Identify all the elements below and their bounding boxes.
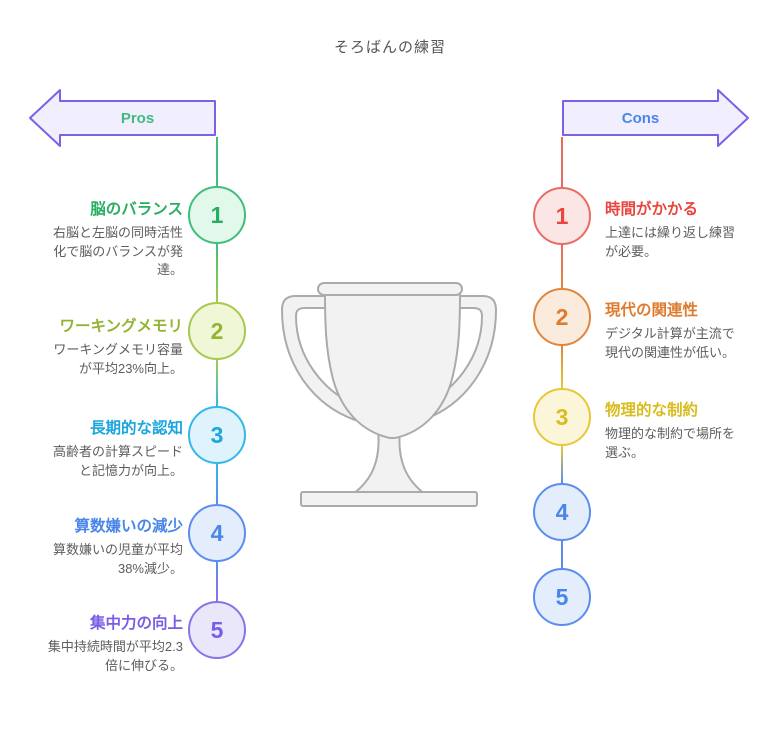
right-arrow-icon bbox=[562, 89, 749, 147]
connector-line bbox=[561, 541, 563, 568]
connector-line bbox=[216, 360, 218, 406]
cons-step-circle: 1 bbox=[533, 187, 591, 245]
cons-step-circle: 2 bbox=[533, 288, 591, 346]
cons-arrow: Cons bbox=[561, 88, 750, 148]
pros-item: 長期的な認知 高齢者の計算スピードと記憶力が向上。 bbox=[45, 416, 183, 480]
cons-item-desc: デジタル計算が主流で現代の関連性が低い。 bbox=[605, 326, 736, 360]
connector-line bbox=[561, 137, 563, 187]
pros-item-title: 脳のバランス bbox=[90, 201, 183, 218]
connector-line bbox=[561, 245, 563, 288]
cons-step-circle: 3 bbox=[533, 388, 591, 446]
cons-item-title: 現代の関連性 bbox=[605, 302, 699, 319]
step-number: 3 bbox=[555, 403, 569, 430]
cons-item-title: 物理的な制約 bbox=[605, 402, 699, 419]
pros-step-circle: 3 bbox=[188, 406, 246, 464]
step-number: 1 bbox=[555, 202, 569, 229]
cons-item-title: 時間がかかる bbox=[605, 201, 699, 218]
pros-step-circle: 4 bbox=[188, 504, 246, 562]
cons-item-desc: 上達には繰り返し練習が必要。 bbox=[605, 225, 736, 259]
connector-line bbox=[216, 137, 218, 186]
pros-item: 算数嫌いの減少 算数嫌いの児童が平均38%減少。 bbox=[45, 514, 183, 578]
pros-item-desc: ワーキングメモリ容量が平均23%向上。 bbox=[53, 342, 183, 376]
connector-line bbox=[216, 562, 218, 601]
pros-item-desc: 算数嫌いの児童が平均38%減少。 bbox=[52, 542, 183, 576]
pros-step-circle: 1 bbox=[188, 186, 246, 244]
connector-line bbox=[561, 446, 563, 483]
pros-item-desc: 集中持続時間が平均2.3倍に伸びる。 bbox=[47, 639, 183, 673]
step-number: 4 bbox=[210, 519, 224, 546]
step-number: 2 bbox=[210, 317, 224, 344]
step-number: 1 bbox=[210, 201, 224, 228]
page-title: そろばんの練習 bbox=[333, 39, 446, 56]
cons-item: 物理的な制約 物理的な制約で場所を選ぶ。 bbox=[605, 398, 747, 462]
connector-line bbox=[216, 464, 218, 504]
step-number: 4 bbox=[555, 498, 569, 525]
connector-line bbox=[216, 244, 218, 302]
pros-item-desc: 高齢者の計算スピードと記憶力が向上。 bbox=[52, 444, 183, 478]
step-number: 2 bbox=[555, 303, 569, 330]
cons-item: 時間がかかる 上達には繰り返し練習が必要。 bbox=[605, 197, 747, 261]
step-number: 3 bbox=[210, 421, 224, 448]
cons-item: 現代の関連性 デジタル計算が主流で現代の関連性が低い。 bbox=[605, 298, 747, 362]
connector-line bbox=[561, 346, 563, 388]
step-number: 5 bbox=[555, 583, 569, 610]
pros-item: ワーキングメモリ ワーキングメモリ容量が平均23%向上。 bbox=[45, 314, 183, 378]
pros-item-title: ワーキングメモリ bbox=[59, 318, 183, 335]
trophy-icon bbox=[275, 280, 503, 515]
pros-item-title: 集中力の向上 bbox=[89, 615, 183, 632]
cons-arrow-label: Cons bbox=[621, 109, 660, 127]
pros-arrow: Pros bbox=[28, 88, 217, 148]
pros-item-title: 長期的な認知 bbox=[89, 420, 183, 437]
pros-item-desc: 右脳と左脳の同時活性化で脳のバランスが発達。 bbox=[52, 225, 183, 277]
pros-step-circle: 2 bbox=[188, 302, 246, 360]
pros-arrow-label: Pros bbox=[120, 109, 155, 127]
cons-item-desc: 物理的な制約で場所を選ぶ。 bbox=[605, 426, 736, 460]
cons-step-circle: 4 bbox=[533, 483, 591, 541]
pros-item: 脳のバランス 右脳と左脳の同時活性化で脳のバランスが発達。 bbox=[45, 197, 183, 280]
pros-item: 集中力の向上 集中持続時間が平均2.3倍に伸びる。 bbox=[45, 611, 183, 675]
pros-item-title: 算数嫌いの減少 bbox=[74, 518, 183, 535]
left-arrow-icon bbox=[29, 89, 216, 147]
cons-step-circle: 5 bbox=[533, 568, 591, 626]
pros-step-circle: 5 bbox=[188, 601, 246, 659]
step-number: 5 bbox=[210, 616, 224, 643]
